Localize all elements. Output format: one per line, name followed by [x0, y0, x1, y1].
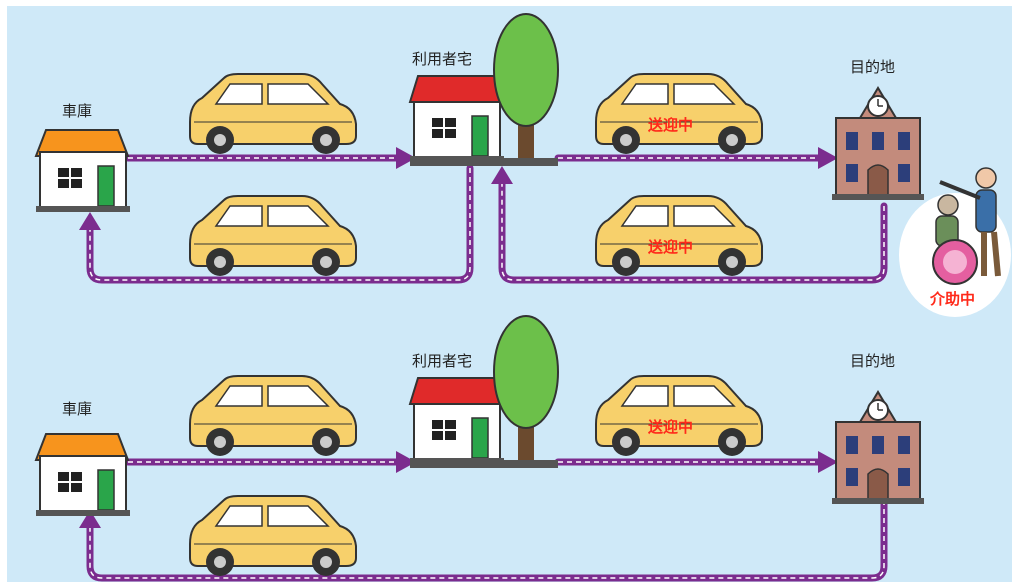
picking-up-badge: 送迎中: [648, 418, 694, 436]
car-icon: [189, 495, 357, 577]
garage-label: 車庫: [62, 400, 93, 418]
garage-label: 車庫: [62, 102, 93, 120]
car-icon: [595, 73, 763, 155]
route-arrow-icon: [79, 451, 838, 528]
car-icon: [189, 195, 357, 277]
car-icon: [189, 375, 357, 457]
assisting-badge: 介助中: [930, 290, 976, 308]
car-icon: [595, 195, 763, 277]
car-icon: [595, 375, 763, 457]
route-arrow-icon: [79, 147, 838, 230]
car-icon: [189, 73, 357, 155]
user-home-label: 利用者宅: [412, 352, 473, 370]
user-home-label: 利用者宅: [412, 50, 473, 68]
destination-label: 目的地: [850, 352, 896, 370]
tree-icon: [493, 13, 559, 158]
destination-label: 目的地: [850, 58, 896, 76]
destination-building-icon: [831, 391, 925, 505]
garage-house-icon: [34, 129, 131, 213]
route-dash-top: [89, 157, 885, 281]
tree-icon: [493, 315, 559, 460]
route-dash-bottom: [89, 461, 885, 579]
caregiver-wheelchair-icon: [899, 167, 1011, 317]
picking-up-badge: 送迎中: [648, 116, 694, 134]
picking-up-badge: 送迎中: [648, 238, 694, 256]
garage-house-icon: [34, 433, 131, 517]
destination-building-icon: [831, 87, 925, 201]
